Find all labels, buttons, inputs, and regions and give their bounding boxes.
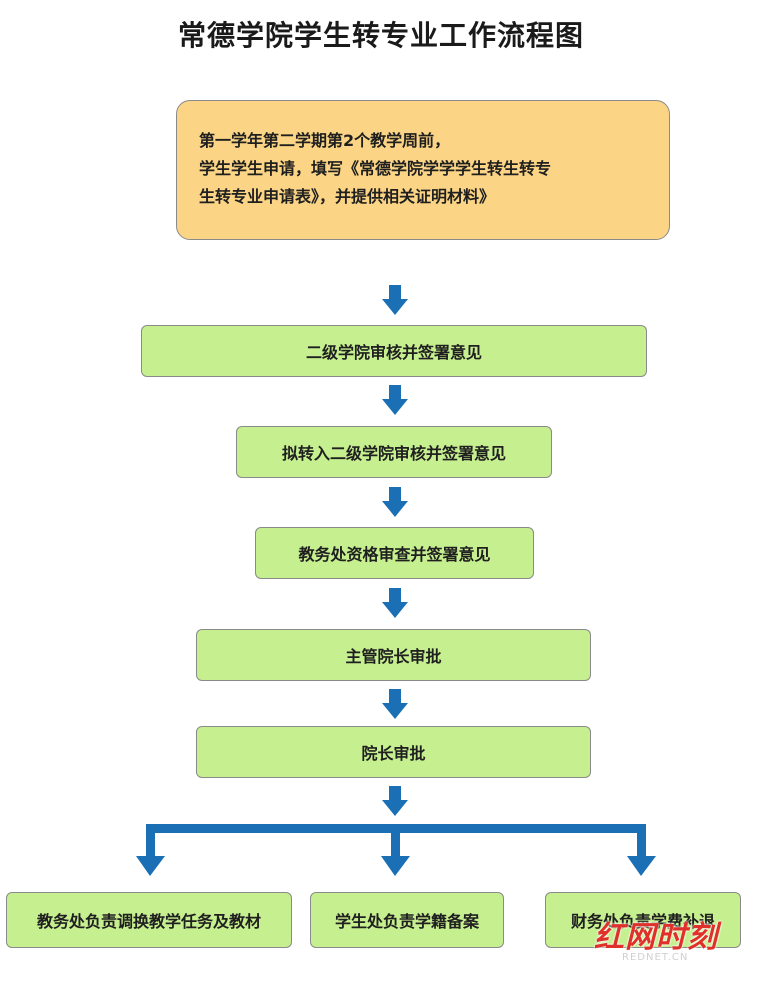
start-line-3: 生转专业申请表》，并提供相关证明材料》 xyxy=(199,187,496,206)
start-line-1: 第一学年第二学期第2个教学周前， xyxy=(199,131,451,150)
branch-connector xyxy=(136,824,656,876)
step-target-college-review: 拟转入二级学院审核并签署意见 xyxy=(236,426,552,478)
step-college-review: 二级学院审核并签署意见 xyxy=(141,325,647,377)
arrow-down-icon xyxy=(382,786,408,816)
start-line-2: 学生学生申请，填写《常德学院学学学生转生转专 xyxy=(199,159,552,178)
outcome-student-records: 学生处负责学籍备案 xyxy=(310,892,504,948)
arrow-down-icon xyxy=(382,285,408,315)
arrow-down-icon xyxy=(382,588,408,618)
arrow-down-icon xyxy=(382,689,408,719)
start-node: 第一学年第二学期第2个教学周前， 学生学生申请，填写《常德学院学学学生转生转专 … xyxy=(176,100,670,240)
outcome-teaching-tasks: 教务处负责调换教学任务及教材 xyxy=(6,892,292,948)
arrow-down-icon xyxy=(382,487,408,517)
watermark-domain: REDNET.CN xyxy=(622,952,689,963)
step-academic-affairs-review: 教务处资格审查并签署意见 xyxy=(255,527,534,579)
step-president-approval: 院长审批 xyxy=(196,726,591,778)
step-vice-president-approval: 主管院长审批 xyxy=(196,629,591,681)
watermark-logo: 红网时刻 xyxy=(594,920,718,955)
arrow-down-icon xyxy=(382,385,408,415)
outcome-tuition-refund: 财务处负责学费补退 xyxy=(545,892,741,948)
diagram-title: 常德学院学生转专业工作流程图 xyxy=(177,19,584,52)
